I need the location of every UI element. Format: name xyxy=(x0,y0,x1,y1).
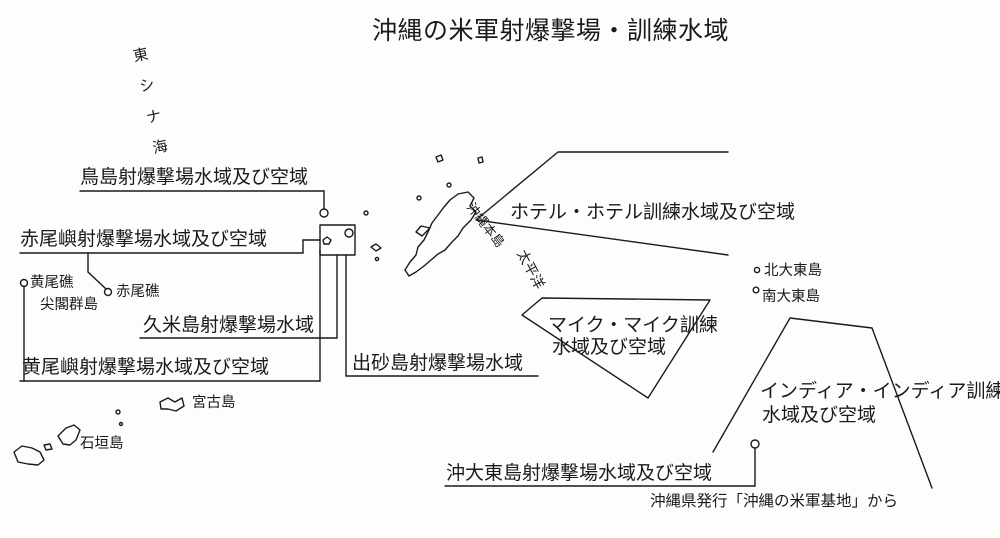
label-zone-kume: 久米島射爆撃場水域 xyxy=(143,314,315,336)
island-kerama xyxy=(370,243,382,252)
label-east-china-sea-char: ナ xyxy=(144,105,163,127)
zone-hotel-hotel xyxy=(475,151,729,256)
zone-india-india xyxy=(712,317,933,489)
label-senkaku-islands: 尖閣群島 xyxy=(40,297,98,313)
label-zone-kobisho: 黄尾嶼射爆撃場水域及び空域 xyxy=(22,356,270,378)
island-miyako xyxy=(159,397,185,412)
island-small-7 xyxy=(43,443,53,451)
marker-minami-daito xyxy=(752,286,760,294)
label-east-china-sea-char: 東 xyxy=(131,44,150,66)
label-zone-sekibisho: 赤尾嶼射爆撃場水域及び空域 xyxy=(20,228,268,250)
island-small-5 xyxy=(115,409,121,415)
source-note: 沖縄県発行「沖縄の米軍基地」から xyxy=(650,492,899,510)
label-zone-torishima: 鳥島射爆撃場水域及び空域 xyxy=(80,166,309,188)
label-minami-daito: 南大東島 xyxy=(762,289,820,305)
island-small-2 xyxy=(416,195,422,201)
island-small-1 xyxy=(446,182,452,188)
label-miyako: 宮古島 xyxy=(192,395,236,411)
island-ishigaki xyxy=(57,424,81,446)
island-izena xyxy=(477,156,484,164)
map-title: 沖縄の米軍射爆撃場・訓練水域 xyxy=(372,16,730,45)
label-zone-oki-daito: 沖大東島射爆撃場水域及び空域 xyxy=(446,462,713,484)
label-east-china-sea-char: シ xyxy=(137,75,157,96)
island-kume xyxy=(322,236,332,245)
label-east-china-sea-char: 海 xyxy=(150,136,170,158)
marker-kita-daito xyxy=(753,266,761,274)
label-kobi-reef: 黄尾礁 xyxy=(30,275,74,291)
marker-sekibi xyxy=(103,287,113,297)
label-zone-idesuna: 出砂島射爆撃場水域 xyxy=(352,352,524,374)
okinawa-peninsula xyxy=(415,225,431,237)
island-iheya xyxy=(435,154,444,163)
zone-mike-mike xyxy=(521,297,711,399)
island-small-3 xyxy=(363,210,369,216)
label-zone-mike-line1: マイク・マイク訓練 xyxy=(548,314,718,336)
island-small-4 xyxy=(374,256,380,262)
marker-oki-daito xyxy=(750,439,760,449)
marker-idesuna xyxy=(344,228,354,238)
island-iriomote xyxy=(13,445,45,466)
label-kita-daito: 北大東島 xyxy=(764,263,822,279)
label-sekibi-reef: 赤尾礁 xyxy=(116,284,160,300)
label-zone-hotel-hotel: ホテル・ホテル訓練水域及び空域 xyxy=(510,201,796,223)
label-zone-mike-line2: 水域及び空域 xyxy=(552,336,667,358)
marker-torishima xyxy=(319,208,329,218)
okinawa-main-island xyxy=(404,191,477,277)
label-ishigaki: 石垣島 xyxy=(80,436,124,452)
island-small-6 xyxy=(118,421,124,427)
label-zone-india-line2: 水域及び空域 xyxy=(762,404,877,426)
label-zone-india-line1: インディア・インディア訓練 xyxy=(760,380,1000,402)
